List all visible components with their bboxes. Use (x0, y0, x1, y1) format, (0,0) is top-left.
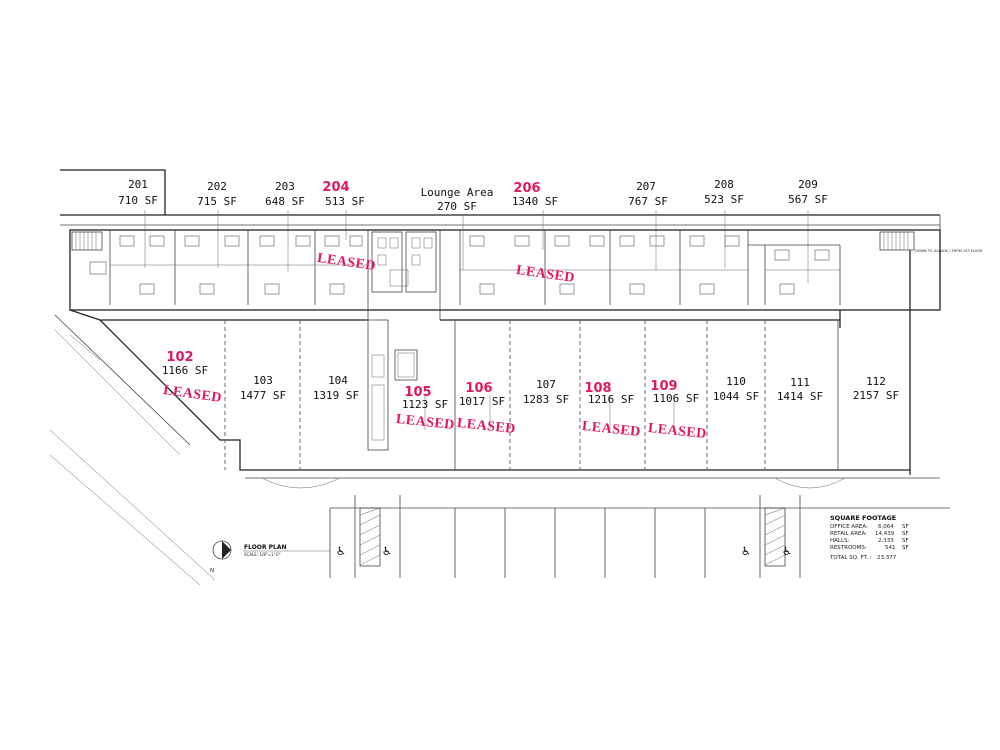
unit-number: 107 (536, 378, 556, 391)
right-stair (879, 231, 915, 251)
unit-area: 710 SF (118, 194, 158, 207)
leased-stamp: LEASED (162, 383, 223, 406)
unit-area: 648 SF (265, 195, 305, 208)
unit-number-leased: 109 (650, 379, 677, 394)
sf-title: SQUARE FOOTAGE (830, 514, 896, 522)
stair-note: DOWN TO GARAGE / FROM 1ST FLOOR (915, 249, 983, 253)
sf-row-unit: SF (902, 538, 909, 544)
svg-text:♿: ♿ (383, 544, 391, 559)
unit-number: 207 (636, 180, 656, 193)
office-furniture (89, 235, 830, 295)
unit-area: 513 SF (325, 195, 365, 208)
left-stair (71, 231, 103, 251)
unit-number: 201 (128, 178, 148, 191)
sf-row-label: RESTROOMS: (830, 545, 867, 551)
leased-stamp: LEASED (456, 416, 516, 437)
leased-stamp: LEASED (581, 419, 641, 440)
unit-number: 208 (714, 178, 734, 191)
accessible-parking-icon: ♿ ♿ ♿ ♿ (337, 544, 791, 559)
lower-unit-labels: 102 1166 SF LEASED 103 1477 SF 104 1319 … (162, 350, 899, 442)
unit-area: 523 SF (704, 193, 744, 206)
leased-stamp: LEASED (395, 412, 455, 433)
svg-text:♿: ♿ (783, 544, 791, 559)
svg-text:♿: ♿ (742, 544, 750, 559)
north-label: N (210, 568, 214, 574)
parking-lot (329, 495, 950, 578)
floor-plan-title: FLOOR PLAN (244, 544, 287, 551)
sf-row-value: 541 (885, 545, 896, 551)
unit-area: 1477 SF (240, 389, 286, 402)
unit-number-leased: 108 (584, 381, 611, 396)
unit-area: 1106 SF (653, 392, 699, 405)
lower-leader-lines (424, 395, 675, 430)
leased-stamp: LEASED (647, 421, 707, 442)
sf-row-value: 2,333 (878, 538, 894, 544)
restroom-core (371, 231, 437, 293)
sf-row-label: OFFICE AREA: (830, 524, 868, 530)
sf-row-label: RETAIL AREA: (830, 531, 867, 537)
retail-outline (49, 250, 940, 586)
square-footage-table: SQUARE FOOTAGE OFFICE AREA: 6,064 SF RET… (829, 514, 909, 561)
unit-area: 1044 SF (713, 390, 759, 403)
unit-area: 1319 SF (313, 389, 359, 402)
unit-number-leased: 102 (166, 350, 193, 365)
sf-total-label: TOTAL SQ. FT. : (829, 555, 872, 561)
unit-number: 104 (328, 374, 348, 387)
unit-area: 1216 SF (588, 393, 634, 406)
sf-total-value: 23,377 (877, 555, 897, 561)
unit-number-leased: 204 (322, 180, 349, 195)
north-arrow-icon (212, 540, 232, 560)
lounge-name: Lounge Area (421, 186, 494, 199)
sf-row-value: 6,064 (878, 524, 894, 530)
unit-number: 112 (866, 375, 886, 388)
unit-area: 1017 SF (459, 395, 505, 408)
sf-row-unit: SF (902, 524, 909, 530)
leased-stamp: LEASED (515, 263, 576, 286)
sf-row-unit: SF (902, 531, 909, 537)
unit-number-leased: 105 (404, 385, 431, 400)
unit-area: 715 SF (197, 195, 237, 208)
svg-text:♿: ♿ (337, 544, 345, 559)
unit-area: 1123 SF (402, 398, 448, 411)
unit-area: 767 SF (628, 195, 668, 208)
unit-area: 1166 SF (162, 364, 208, 377)
unit-area: 2157 SF (853, 389, 899, 402)
unit-area: 567 SF (788, 193, 828, 206)
unit-number: 202 (207, 180, 227, 193)
sf-row-unit: SF (902, 545, 909, 551)
unit-number-leased: 106 (465, 381, 492, 396)
unit-number: 103 (253, 374, 273, 387)
upper-leader-lines (144, 210, 809, 283)
upper-floor-outline (60, 169, 941, 320)
sf-row-value: 14,439 (875, 531, 895, 537)
unit-area: 1283 SF (523, 393, 569, 406)
unit-area: 1414 SF (777, 390, 823, 403)
unit-number: 111 (790, 376, 810, 389)
unit-number: 203 (275, 180, 295, 193)
floor-plan-scale: SCALE: 1/8"=1'-0" (244, 552, 281, 557)
unit-area: 1340 SF (512, 195, 558, 208)
upper-unit-labels: 201 710 SF 202 715 SF 203 648 SF 204 513… (118, 178, 828, 286)
lounge-area: 270 SF (437, 200, 477, 213)
unit-number: 209 (798, 178, 818, 191)
unit-number: 110 (726, 375, 746, 388)
unit-number-leased: 206 (513, 181, 540, 196)
sf-row-label: HALLS: (830, 538, 850, 544)
